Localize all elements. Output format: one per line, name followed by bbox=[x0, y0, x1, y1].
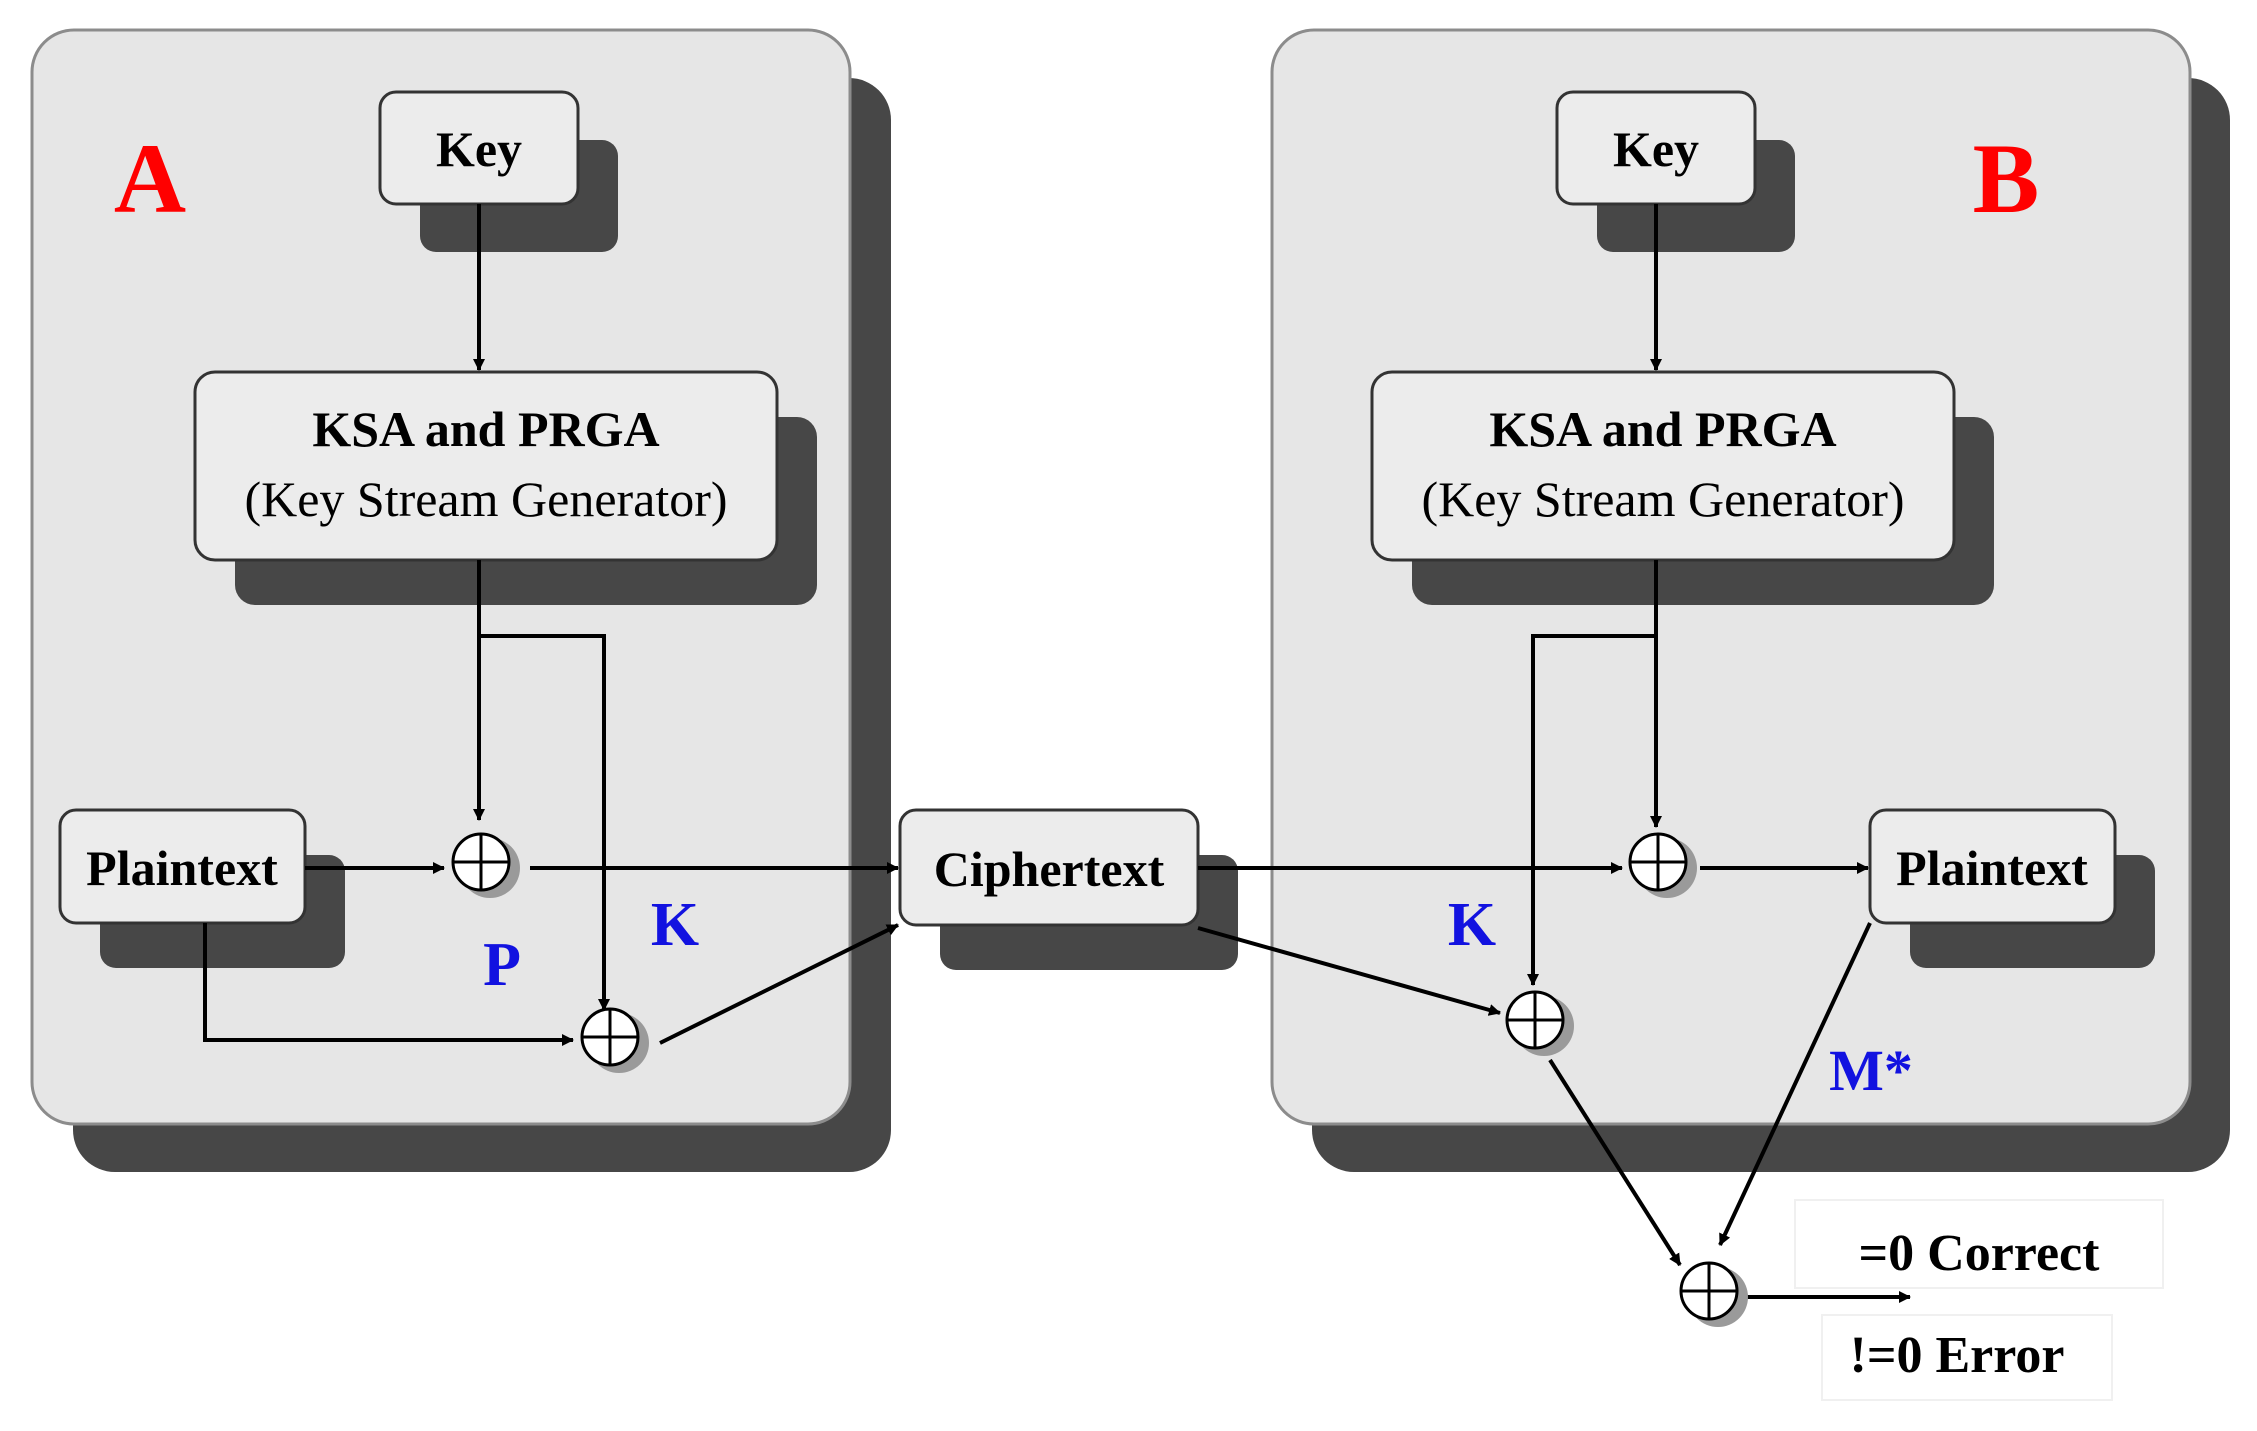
xor-icon-b1 bbox=[1628, 832, 1697, 898]
arrow-ksa-to-xor2-a bbox=[479, 634, 610, 1011]
arrow-xor2-to-final-xor bbox=[1548, 1058, 1682, 1267]
xor-icon-final bbox=[1679, 1261, 1748, 1327]
ciphertext-label: Ciphertext bbox=[934, 841, 1165, 897]
key-label-b: Key bbox=[1613, 121, 1699, 177]
signal-m-star-label: M* bbox=[1829, 1038, 1913, 1103]
xor-icon-b2 bbox=[1505, 990, 1574, 1056]
ksa-subtitle-a: (Key Stream Generator) bbox=[244, 471, 727, 527]
result-error-label: !=0 Error bbox=[1850, 1327, 2065, 1384]
plaintext-label-b: Plaintext bbox=[1896, 840, 2088, 896]
arrow-plaintext-to-xor2-a bbox=[203, 923, 574, 1046]
panel-a-label: A bbox=[114, 123, 186, 234]
xor-icon-a2 bbox=[580, 1007, 649, 1073]
key-box-a bbox=[378, 90, 618, 252]
connectors-b bbox=[1197, 204, 1911, 1303]
signal-k-label-a: K bbox=[651, 891, 699, 959]
plaintext-box-a bbox=[58, 808, 345, 968]
panel-b-label: B bbox=[1973, 123, 2040, 234]
ksa-box-a bbox=[193, 370, 817, 605]
correct-box bbox=[1794, 1199, 2164, 1289]
result-correct-label: =0 Correct bbox=[1859, 1225, 2101, 1282]
xor-icon-a1 bbox=[451, 832, 520, 898]
ciphertext-box bbox=[898, 808, 1238, 970]
ksa-title-b: KSA and PRGA bbox=[1489, 401, 1836, 457]
arrow-ciphertext-to-xor2-b bbox=[1197, 926, 1501, 1016]
signal-p-label: P bbox=[483, 931, 521, 999]
key-box-b bbox=[1555, 90, 1795, 252]
plaintext-box-b bbox=[1868, 808, 2155, 968]
arrow-plaintext-to-final-xor bbox=[1718, 922, 1872, 1246]
connectors-a bbox=[203, 204, 899, 1046]
ksa-title-a: KSA and PRGA bbox=[312, 401, 659, 457]
key-label-a: Key bbox=[436, 121, 522, 177]
ksa-box-b bbox=[1370, 370, 1994, 605]
ksa-subtitle-b: (Key Stream Generator) bbox=[1421, 471, 1904, 527]
arrow-xor2-to-ciphertext bbox=[659, 923, 899, 1045]
signal-k-label-b: K bbox=[1448, 891, 1496, 959]
error-box bbox=[1821, 1314, 2113, 1401]
plaintext-label-a: Plaintext bbox=[86, 840, 278, 896]
